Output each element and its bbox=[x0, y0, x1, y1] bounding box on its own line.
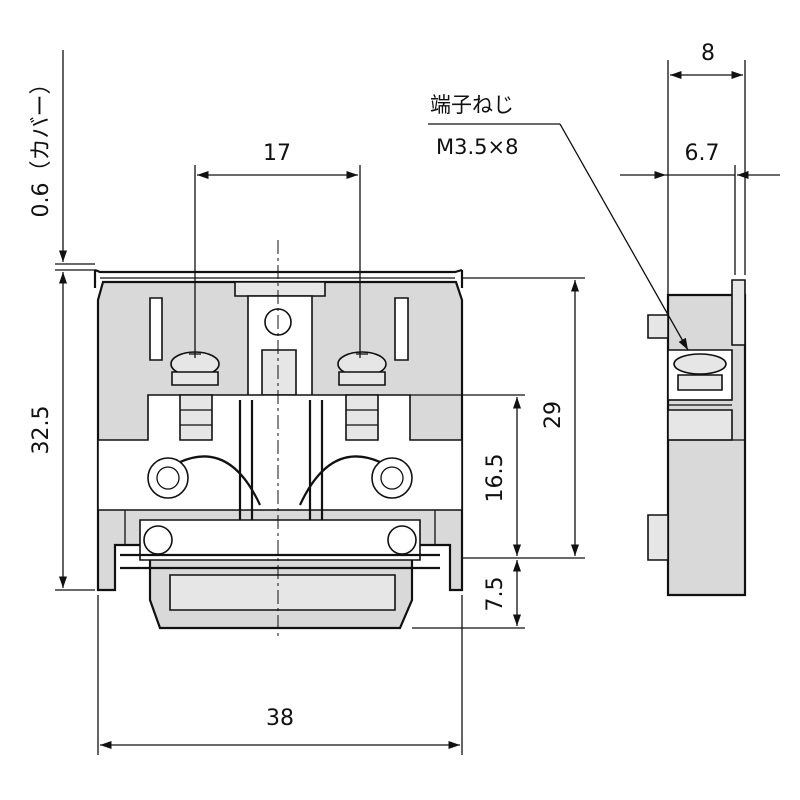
front-view bbox=[93, 240, 464, 640]
note-screw-label: 端子ねじ bbox=[430, 93, 514, 117]
dim-total-height: 32.5 bbox=[29, 406, 54, 455]
left-terminal-screw bbox=[170, 351, 220, 441]
dim-side-inner: 6.7 bbox=[685, 141, 720, 166]
dim-pitch: 17 bbox=[263, 141, 291, 166]
side-dimensions: 8 6.7 bbox=[620, 41, 780, 295]
dim-cover-thickness: 0.6（カバー） bbox=[29, 73, 54, 218]
dim-side-width: 8 bbox=[701, 41, 715, 66]
side-view bbox=[647, 279, 747, 597]
screw-callout: 端子ねじ M3.5×8 bbox=[428, 93, 689, 351]
note-screw-size: M3.5×8 bbox=[436, 135, 518, 159]
dim-rail-height: 7.5 bbox=[483, 577, 508, 612]
dim-upper-height: 16.5 bbox=[483, 454, 508, 503]
dim-inner-height: 29 bbox=[541, 401, 566, 429]
right-terminal-screw bbox=[337, 351, 387, 441]
dim-width: 38 bbox=[266, 706, 294, 731]
front-dimensions: 17 32.5 0.6（カバー） 29 16.5 7.5 38 bbox=[29, 50, 585, 755]
